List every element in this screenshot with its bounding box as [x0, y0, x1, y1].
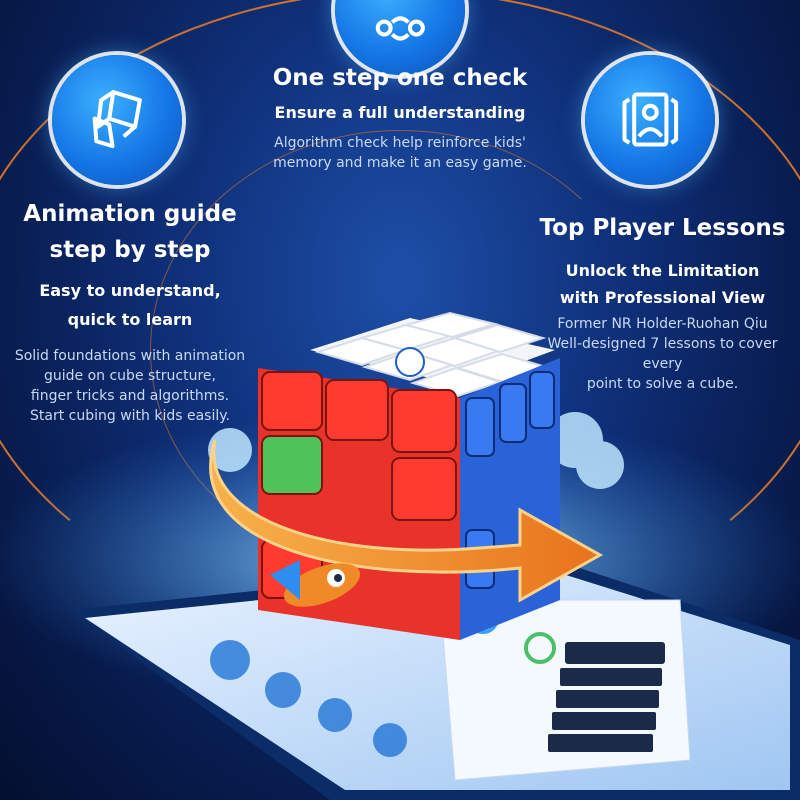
feature-title: One step one check — [272, 65, 528, 91]
feature-title: Top Player Lessons — [539, 215, 786, 241]
feature-desc-line: memory and make it an easy game. — [273, 155, 527, 171]
player-cards-badge — [585, 55, 715, 185]
feature-subtitle-line: with Professional View — [559, 288, 766, 307]
tablet-device — [70, 560, 800, 800]
feature-desc-line: Well-designed 7 lessons to cover every — [547, 336, 778, 372]
feature-subtitle-line: Unlock the Limitation — [565, 261, 760, 280]
feature-title-line: step by step — [49, 237, 211, 263]
feature-desc-line: Former NR Holder-Ruohan Qiu — [557, 316, 768, 332]
feature-subtitle-line: Easy to understand, — [39, 281, 221, 300]
feature-top-player-lessons: Top Player Lessons Unlock the Limitation… — [530, 214, 795, 394]
feature-subtitle-line: quick to learn — [67, 310, 193, 329]
feature-desc-line: point to solve a cube. — [586, 376, 739, 392]
cube-animation-badge — [52, 55, 182, 185]
feature-subtitle: Ensure a full understanding — [274, 103, 526, 122]
cube-rotate-icon — [375, 16, 425, 41]
rotation-arrow — [209, 439, 604, 603]
feature-animation-guide: Animation guide step by step Easy to und… — [10, 200, 250, 426]
rocket-mascot — [270, 560, 361, 607]
feature-desc-line: guide on cube structure, — [44, 368, 216, 384]
feature-desc-line: Algorithm check help reinforce kids' — [274, 135, 526, 151]
feature-desc-line: finger tricks and algorithms. — [30, 388, 230, 404]
feature-one-step-check: One step one check Ensure a full underst… — [230, 64, 570, 173]
inner-orbit-ring — [150, 130, 650, 570]
cloud-puff — [208, 412, 624, 489]
player-cards-icon — [622, 92, 678, 147]
cube-animation-icon — [92, 89, 142, 148]
feature-desc-line: Start cubing with kids easily. — [30, 408, 230, 424]
feature-desc-line: Solid foundations with animation — [14, 348, 246, 364]
feature-title-line: Animation guide — [23, 201, 237, 227]
